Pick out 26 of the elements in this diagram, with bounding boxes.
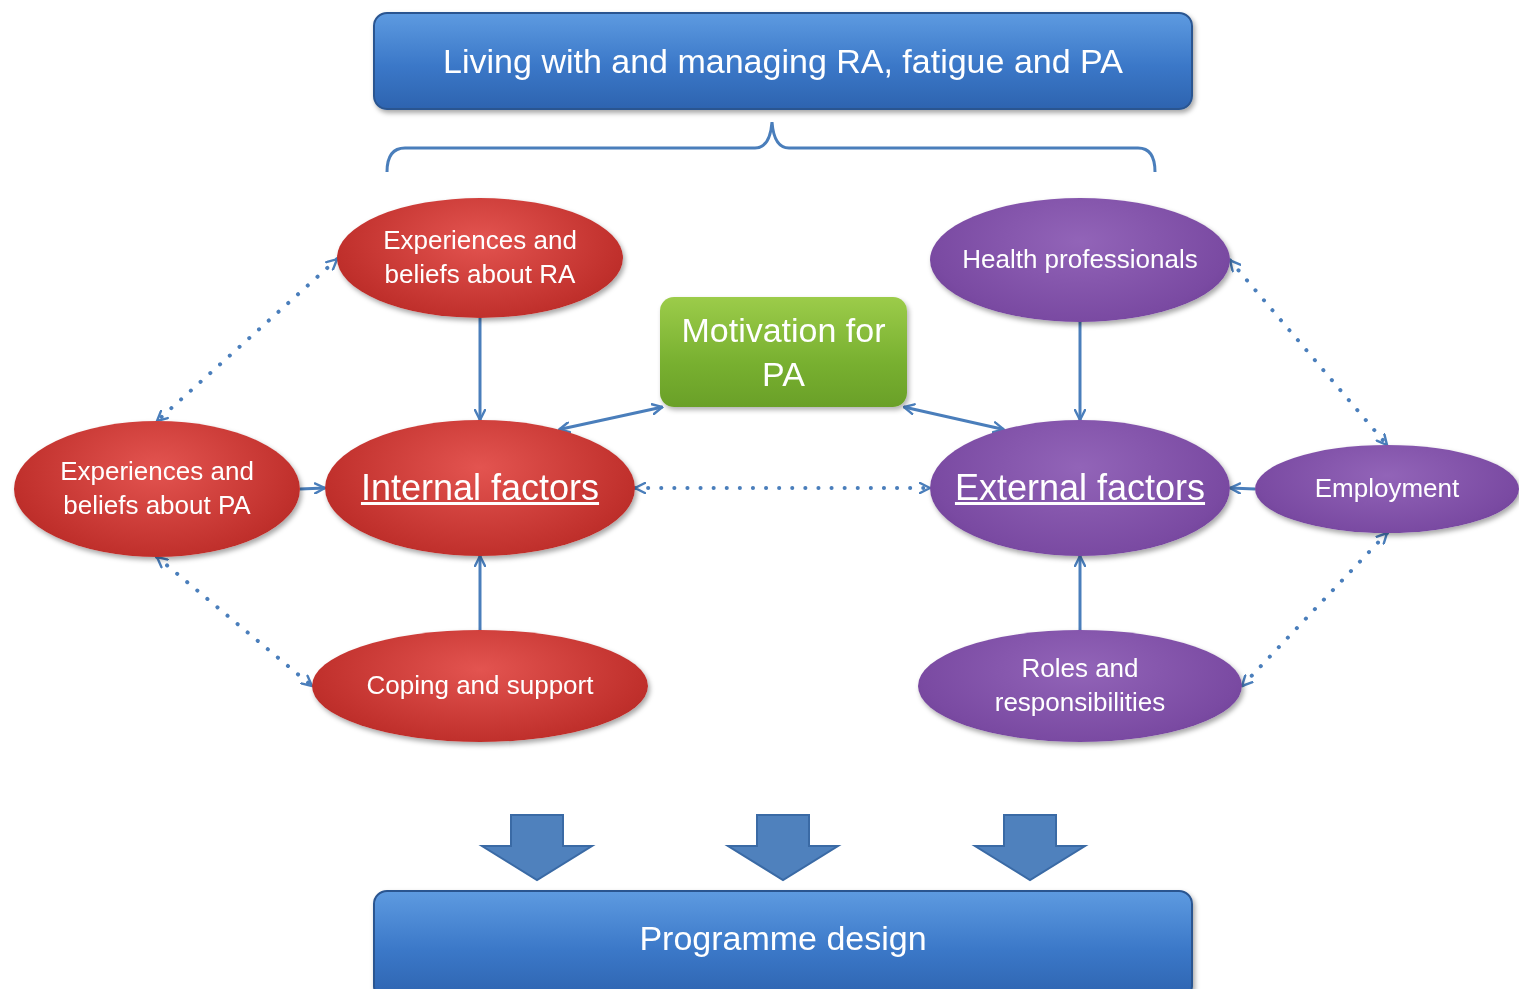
rounded-box: Motivation for PA [660,297,907,407]
ellipse-node: Experiences and beliefs about PA [14,421,300,557]
ellipse-node: Employment [1255,445,1519,533]
ellipse-node: Experiences and beliefs about RA [337,198,623,318]
ellipse-node: External factors [930,420,1230,556]
title-box: Living with and managing RA, fatigue and PA [373,12,1193,110]
arrow [1073,322,1087,422]
arrow [557,403,664,434]
dotted-arrow [155,555,314,688]
block-arrow [478,814,596,882]
block-arrow [971,814,1089,882]
arrow [902,403,1005,434]
output-box: Programme design [373,890,1193,989]
arrow [1073,554,1087,630]
block-arrow [724,814,842,882]
dotted-arrow [633,481,932,495]
arrow [299,482,327,495]
arrow [1228,482,1256,495]
ellipse-node: Health professionals [930,198,1230,322]
ellipse-node: Coping and support [312,630,648,742]
dotted-arrow [1240,531,1389,688]
ellipse-node: Roles and responsibilities [918,630,1242,742]
dotted-arrow [1228,258,1389,447]
arrow [473,554,487,630]
ellipse-node: Internal factors [325,420,635,556]
arrow [473,318,487,422]
